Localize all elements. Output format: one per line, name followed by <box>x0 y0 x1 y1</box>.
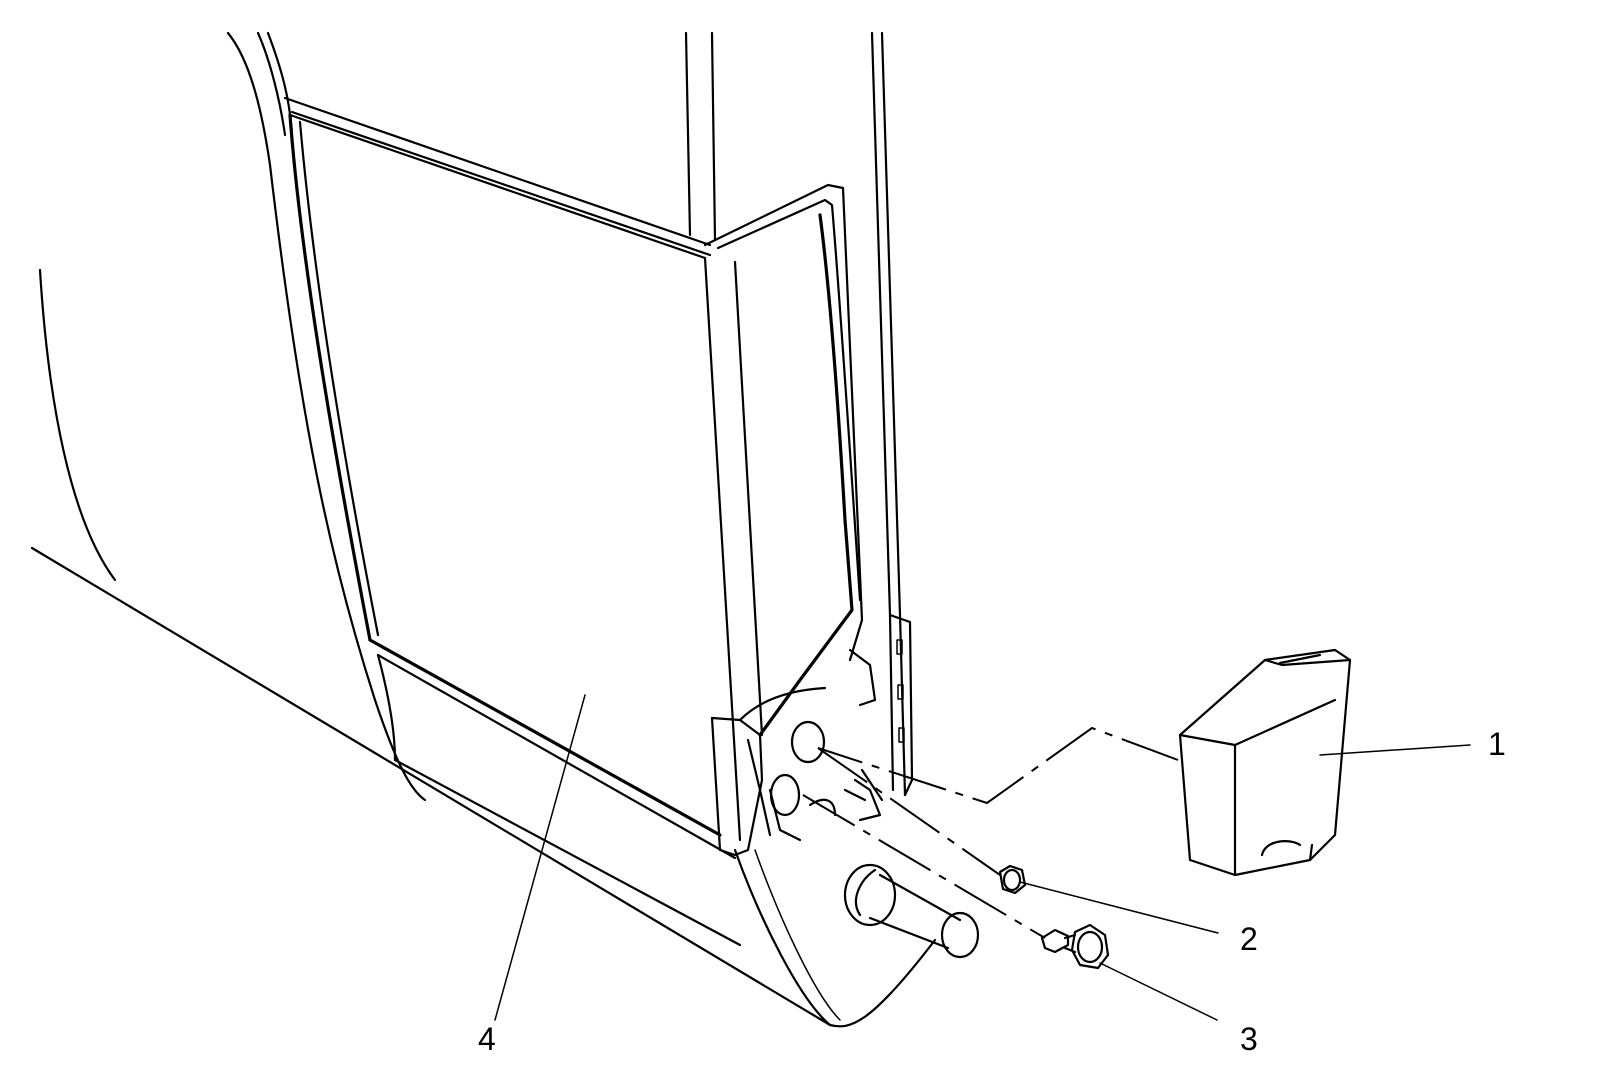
hinge-cover <box>1178 648 1352 877</box>
hinge-nut <box>998 864 1027 895</box>
callout-3: 3 <box>1240 1021 1258 1057</box>
body-side-panel <box>30 268 937 1028</box>
door-panel <box>288 113 742 947</box>
alignment-lines <box>802 726 1179 939</box>
door-check-bumper <box>843 863 980 959</box>
hinge-bracket <box>703 183 914 857</box>
callout-1: 1 <box>1488 726 1506 762</box>
leader-lines <box>494 694 1471 1021</box>
callout-2: 2 <box>1240 921 1258 957</box>
hinge-bolt <box>1040 923 1110 970</box>
callout-4: 4 <box>478 1021 496 1057</box>
door-frame <box>226 31 907 802</box>
